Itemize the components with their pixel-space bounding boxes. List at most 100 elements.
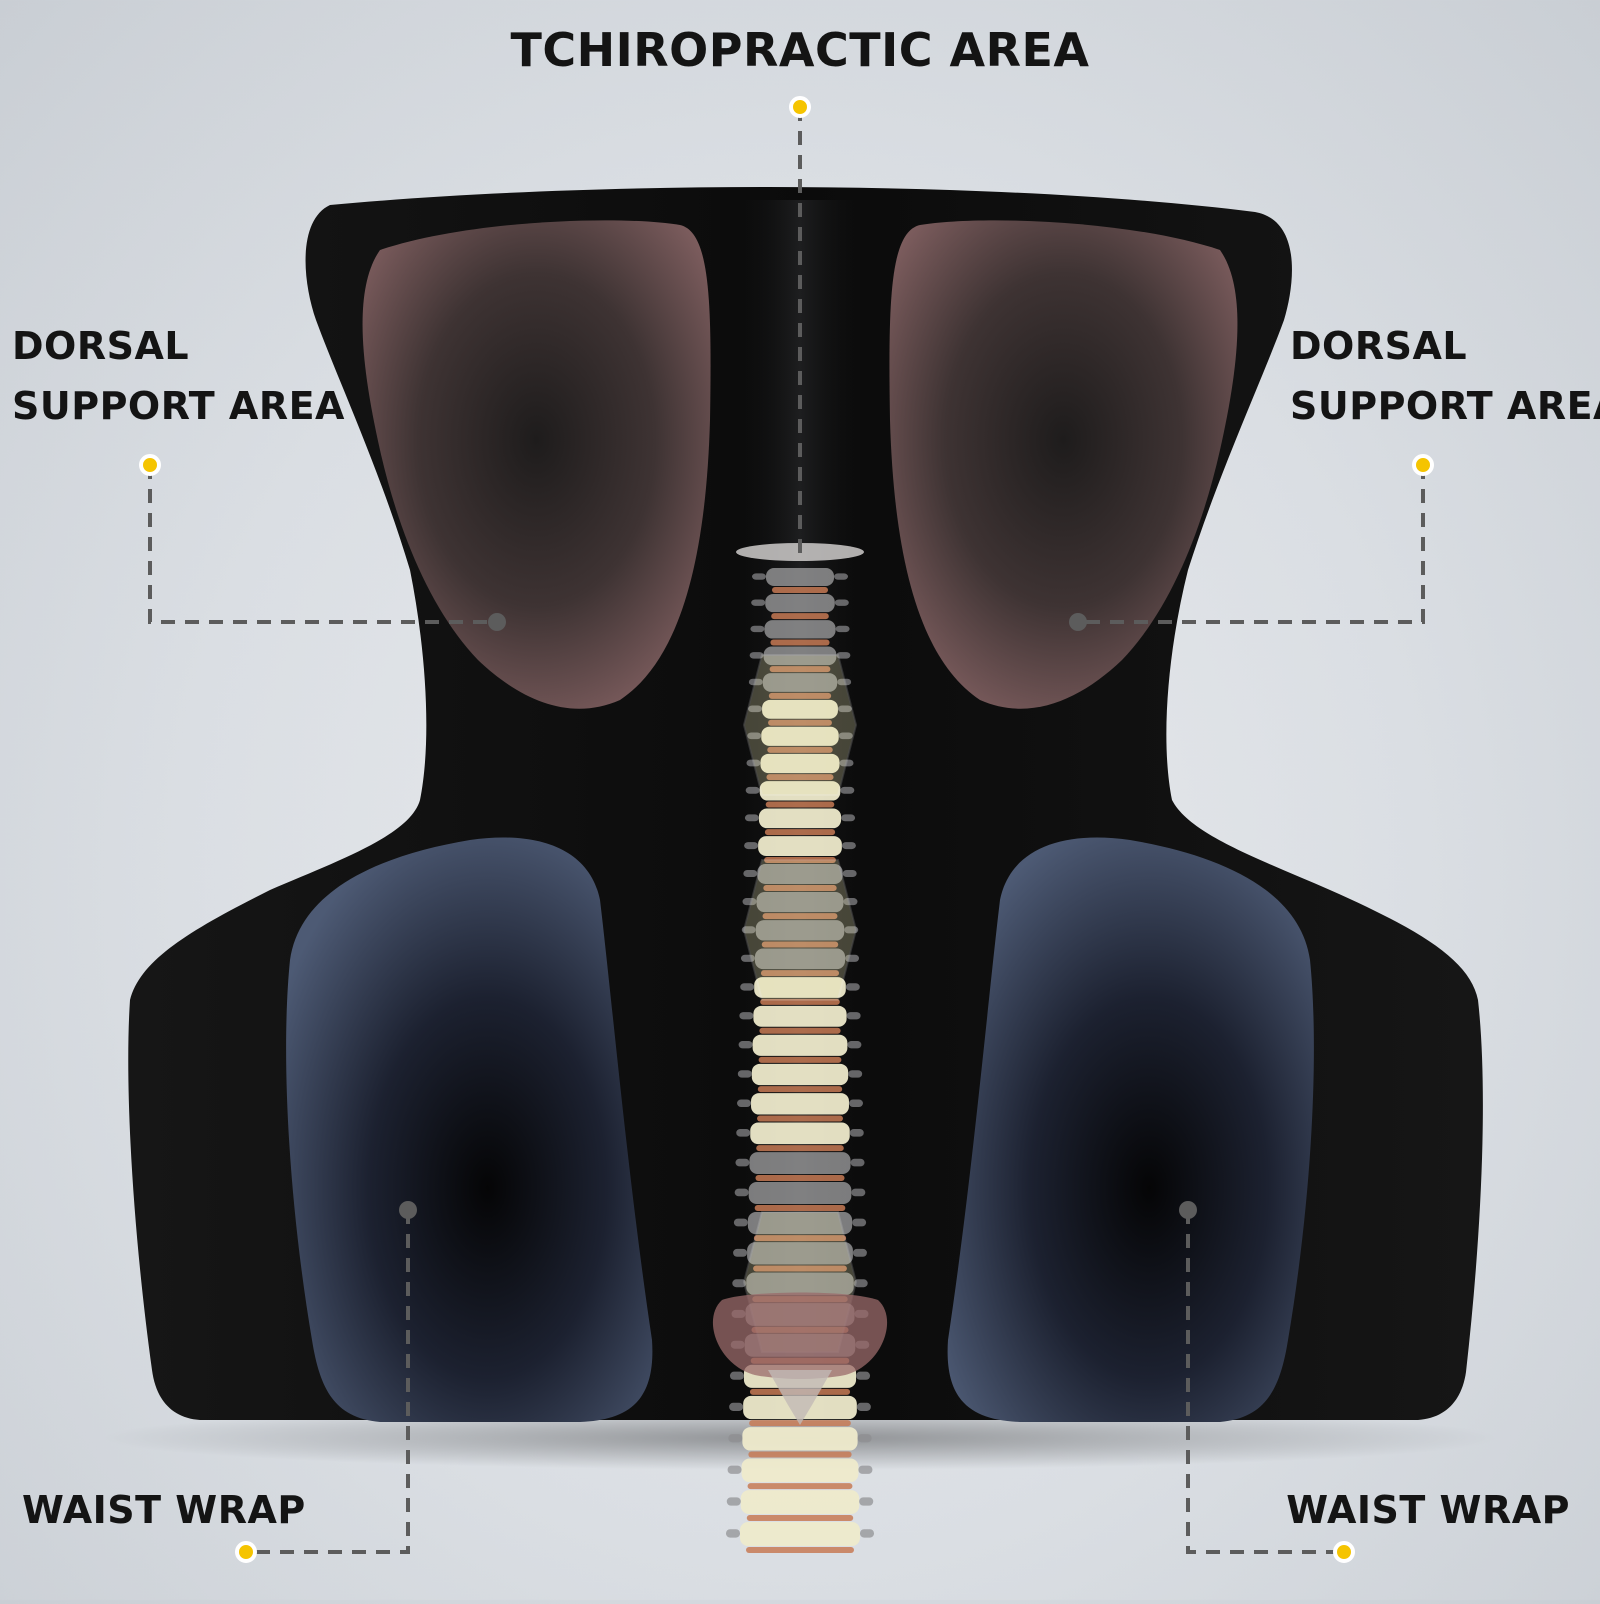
vertebra-process [747,732,762,740]
yellow-dot-icon [789,96,811,118]
spinal-disc [757,1115,843,1122]
vertebra [766,568,834,586]
spinal-disc [764,857,836,863]
vertebra-process [842,870,857,877]
dorsal-pad-right [889,220,1238,709]
vertebra-process [736,1129,751,1137]
vertebra-process [838,732,853,740]
yellow-dot-icon [139,454,161,476]
spinal-disc [757,1086,843,1093]
vertebra-process [848,1070,863,1078]
vertebra-process [858,1465,873,1474]
dorsal-pad-left [362,220,711,709]
spinal-disc [760,998,840,1005]
vertebra-process [859,1497,874,1506]
vertebra [762,673,838,692]
spinal-disc [760,970,840,977]
vertebra [761,726,839,746]
spinal-disc [771,613,829,620]
vertebra [749,1152,851,1174]
vertebra-process [845,983,860,991]
label-line: DORSAL [12,324,190,368]
vertebra-process [844,926,859,934]
label-line: SUPPORT AREA [12,384,345,428]
vertebra-process [749,652,764,659]
vertebra-process [853,1279,868,1288]
vertebra-process [738,1041,753,1049]
yellow-dot-icon [1412,454,1434,476]
vertebra-process [733,1218,748,1227]
gray-dot-icon [399,1201,417,1219]
vertebra [762,699,838,719]
highlight-zone-thoracic [742,654,858,796]
vertebra-process [836,652,851,659]
spinal-disc [766,774,834,781]
spinal-disc [768,692,832,699]
vertebra-process [748,678,763,686]
vertebra-process [837,705,852,713]
vertebra [760,753,840,774]
vertebra-process [733,1248,748,1257]
spinal-disc [768,719,832,726]
vertebra [741,1458,859,1483]
vertebra-process [837,678,852,686]
vertebra [757,864,843,884]
spinal-disc [765,801,835,808]
vertebra [755,920,845,941]
vertebra-process [726,1497,741,1506]
spinal-disc [762,913,838,920]
vertebra [748,1182,852,1204]
label-line: SUPPORT AREA [1290,384,1600,428]
vertebra-process [841,814,856,822]
spinal-disc [759,1027,841,1034]
vertebra-process [726,1529,740,1538]
vertebra-process [751,599,766,606]
vertebra-process [739,1012,754,1020]
label-dorsal-support-right: DORSAL SUPPORT AREA [1290,316,1600,436]
gray-dot-icon [1069,613,1087,631]
vertebra-process [740,954,755,962]
vertebra-process [737,1099,752,1108]
spinal-disc [754,1205,846,1211]
vertebra-process [742,898,757,906]
vertebra-process [841,842,856,850]
vertebra-process [752,573,766,580]
leader-line-waist-left [246,1210,410,1554]
spinal-disc [770,639,830,646]
vertebra [747,1242,853,1265]
waist-pad-left [286,837,653,1422]
vertebra-process [856,1402,871,1411]
vertebra [754,948,846,970]
sacrum [768,1370,832,1425]
vertebra-process [732,1279,747,1288]
spinal-disc [746,1547,854,1553]
vertebra-process [727,1465,742,1474]
vertebra-process [750,625,765,633]
gray-dot-icon [488,613,506,631]
vertebra [751,1063,849,1086]
vertebra-process [735,1158,750,1167]
vertebra [765,594,835,613]
vertebra-process [834,573,848,580]
label-dorsal-support-left: DORSAL SUPPORT AREA [12,316,345,436]
spinal-disc [769,666,831,673]
vertebra-process [857,1434,872,1443]
vertebra-process [741,926,756,934]
yellow-dot-icon [1333,1541,1355,1563]
highlight-zone-mid [742,859,858,1001]
waist-pad-right [947,837,1314,1422]
spinal-disc [753,1235,847,1242]
vertebra-process [845,954,860,962]
leader-line-dorsal-left [148,465,497,624]
vertebra-process [835,625,850,633]
vertebra-process [843,898,858,906]
vertebra [764,620,836,639]
vertebra [756,892,844,913]
vertebra [753,1005,847,1027]
vertebra-process [850,1158,865,1167]
spinal-disc [756,1145,844,1152]
label-waist-wrap-left: WAIST WRAP [22,1488,306,1532]
spinal-disc [772,587,828,593]
vertebra-process [744,842,759,850]
